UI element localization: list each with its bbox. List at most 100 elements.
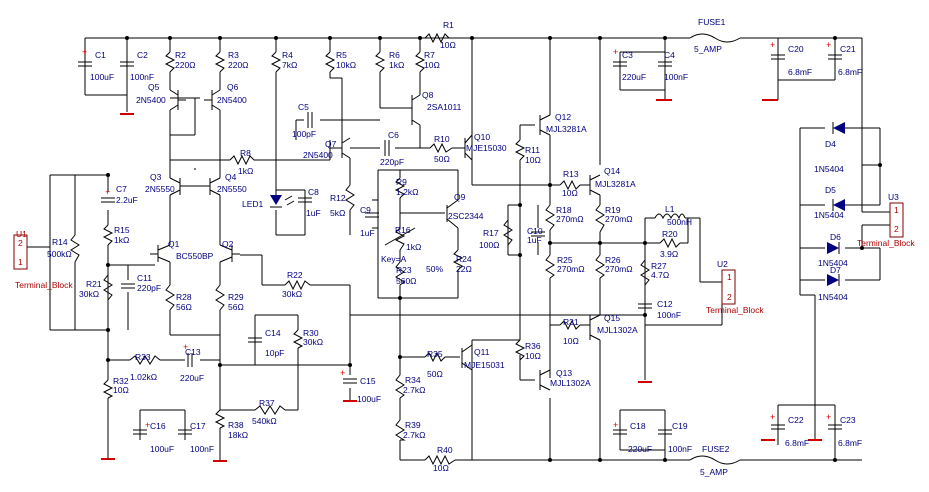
svg-text:Terminal_Block: Terminal_Block — [15, 280, 73, 290]
svg-text:1.02kΩ: 1.02kΩ — [130, 372, 157, 382]
svg-text:R39: R39 — [405, 420, 421, 430]
svg-text:+: + — [183, 342, 188, 352]
svg-text:D5: D5 — [825, 185, 836, 195]
resistor-R17: R17 100Ω — [479, 219, 513, 250]
svg-text:Q7: Q7 — [325, 139, 337, 149]
svg-text:R6: R6 — [389, 50, 400, 60]
svg-text:C5: C5 — [298, 102, 309, 112]
wiring — [27, 37, 890, 461]
svg-text:Q4: Q4 — [225, 172, 237, 182]
svg-text:2N5550: 2N5550 — [145, 184, 175, 194]
svg-text:10Ω: 10Ω — [563, 336, 579, 346]
svg-text:MJL1302A: MJL1302A — [597, 325, 638, 335]
svg-text:5_AMP: 5_AMP — [694, 44, 722, 54]
svg-text:2: 2 — [727, 292, 732, 302]
svg-text:R17: R17 — [483, 228, 499, 238]
svg-text:2.7kΩ: 2.7kΩ — [403, 385, 425, 395]
svg-text:C20: C20 — [788, 44, 804, 54]
svg-text:+: + — [105, 187, 110, 197]
svg-text:+: + — [613, 47, 618, 57]
svg-text:R33: R33 — [135, 352, 151, 362]
svg-text:30kΩ: 30kΩ — [79, 289, 99, 299]
svg-text:56Ω: 56Ω — [228, 302, 244, 312]
svg-text:220pF: 220pF — [380, 157, 404, 167]
svg-text:540kΩ: 540kΩ — [252, 416, 277, 426]
svg-text:+: + — [145, 420, 150, 430]
svg-text:C2: C2 — [137, 50, 148, 60]
svg-text:1N5404: 1N5404 — [814, 164, 844, 174]
svg-text:R1: R1 — [443, 20, 454, 30]
svg-text:C22: C22 — [788, 415, 804, 425]
fuse-FUSE1: FUSE1 5_AMP — [689, 17, 741, 54]
svg-text:1uF: 1uF — [360, 228, 375, 238]
svg-text:10Ω: 10Ω — [433, 463, 449, 473]
svg-text:MJE15030: MJE15030 — [466, 143, 507, 153]
svg-text:Q2: Q2 — [222, 239, 234, 249]
led-LED1: LED1 — [242, 195, 295, 209]
svg-text:2.7kΩ: 2.7kΩ — [403, 430, 425, 440]
svg-text:220uF: 220uF — [180, 373, 204, 383]
svg-text:R30: R30 — [303, 328, 319, 338]
svg-text:Q5: Q5 — [148, 82, 160, 92]
svg-text:6.8mF: 6.8mF — [838, 438, 862, 448]
svg-text:220Ω: 220Ω — [175, 60, 196, 70]
svg-text:+: + — [613, 420, 618, 430]
svg-text:2N5400: 2N5400 — [136, 95, 166, 105]
svg-text:2: 2 — [18, 238, 23, 248]
transistor-Q5: Q5 2N5400 — [136, 82, 186, 111]
svg-text:+: + — [82, 47, 87, 57]
svg-text:5_AMP: 5_AMP — [700, 467, 728, 477]
svg-text:C10: C10 — [527, 226, 543, 236]
svg-text:R21: R21 — [86, 279, 102, 289]
svg-text:10pF: 10pF — [265, 348, 284, 358]
svg-text:R9: R9 — [396, 177, 407, 187]
svg-text:100Ω: 100Ω — [479, 240, 500, 250]
svg-text:1: 1 — [727, 272, 732, 282]
svg-text:50Ω: 50Ω — [427, 369, 443, 379]
resistor-R33: R33 1.02kΩ — [129, 352, 161, 382]
r16-percent-label: 50% — [426, 264, 443, 274]
svg-text:6.8mF: 6.8mF — [788, 67, 812, 77]
svg-text:2N5400: 2N5400 — [303, 150, 333, 160]
svg-text:R20: R20 — [662, 229, 678, 239]
svg-text:+: + — [770, 40, 775, 50]
svg-text:100uF: 100uF — [357, 394, 381, 404]
svg-text:100nF: 100nF — [668, 444, 692, 454]
svg-text:C6: C6 — [388, 130, 399, 140]
svg-text:+: + — [770, 412, 775, 422]
svg-text:560Ω: 560Ω — [396, 276, 417, 286]
svg-text:2N5400: 2N5400 — [217, 95, 247, 105]
svg-text:C3: C3 — [622, 50, 633, 60]
svg-text:R27: R27 — [651, 261, 667, 271]
svg-text:+: + — [826, 412, 831, 422]
svg-text:C8: C8 — [308, 187, 319, 197]
svg-text:Q6: Q6 — [227, 82, 239, 92]
svg-text:C21: C21 — [840, 44, 856, 54]
svg-text:1uF: 1uF — [306, 208, 321, 218]
